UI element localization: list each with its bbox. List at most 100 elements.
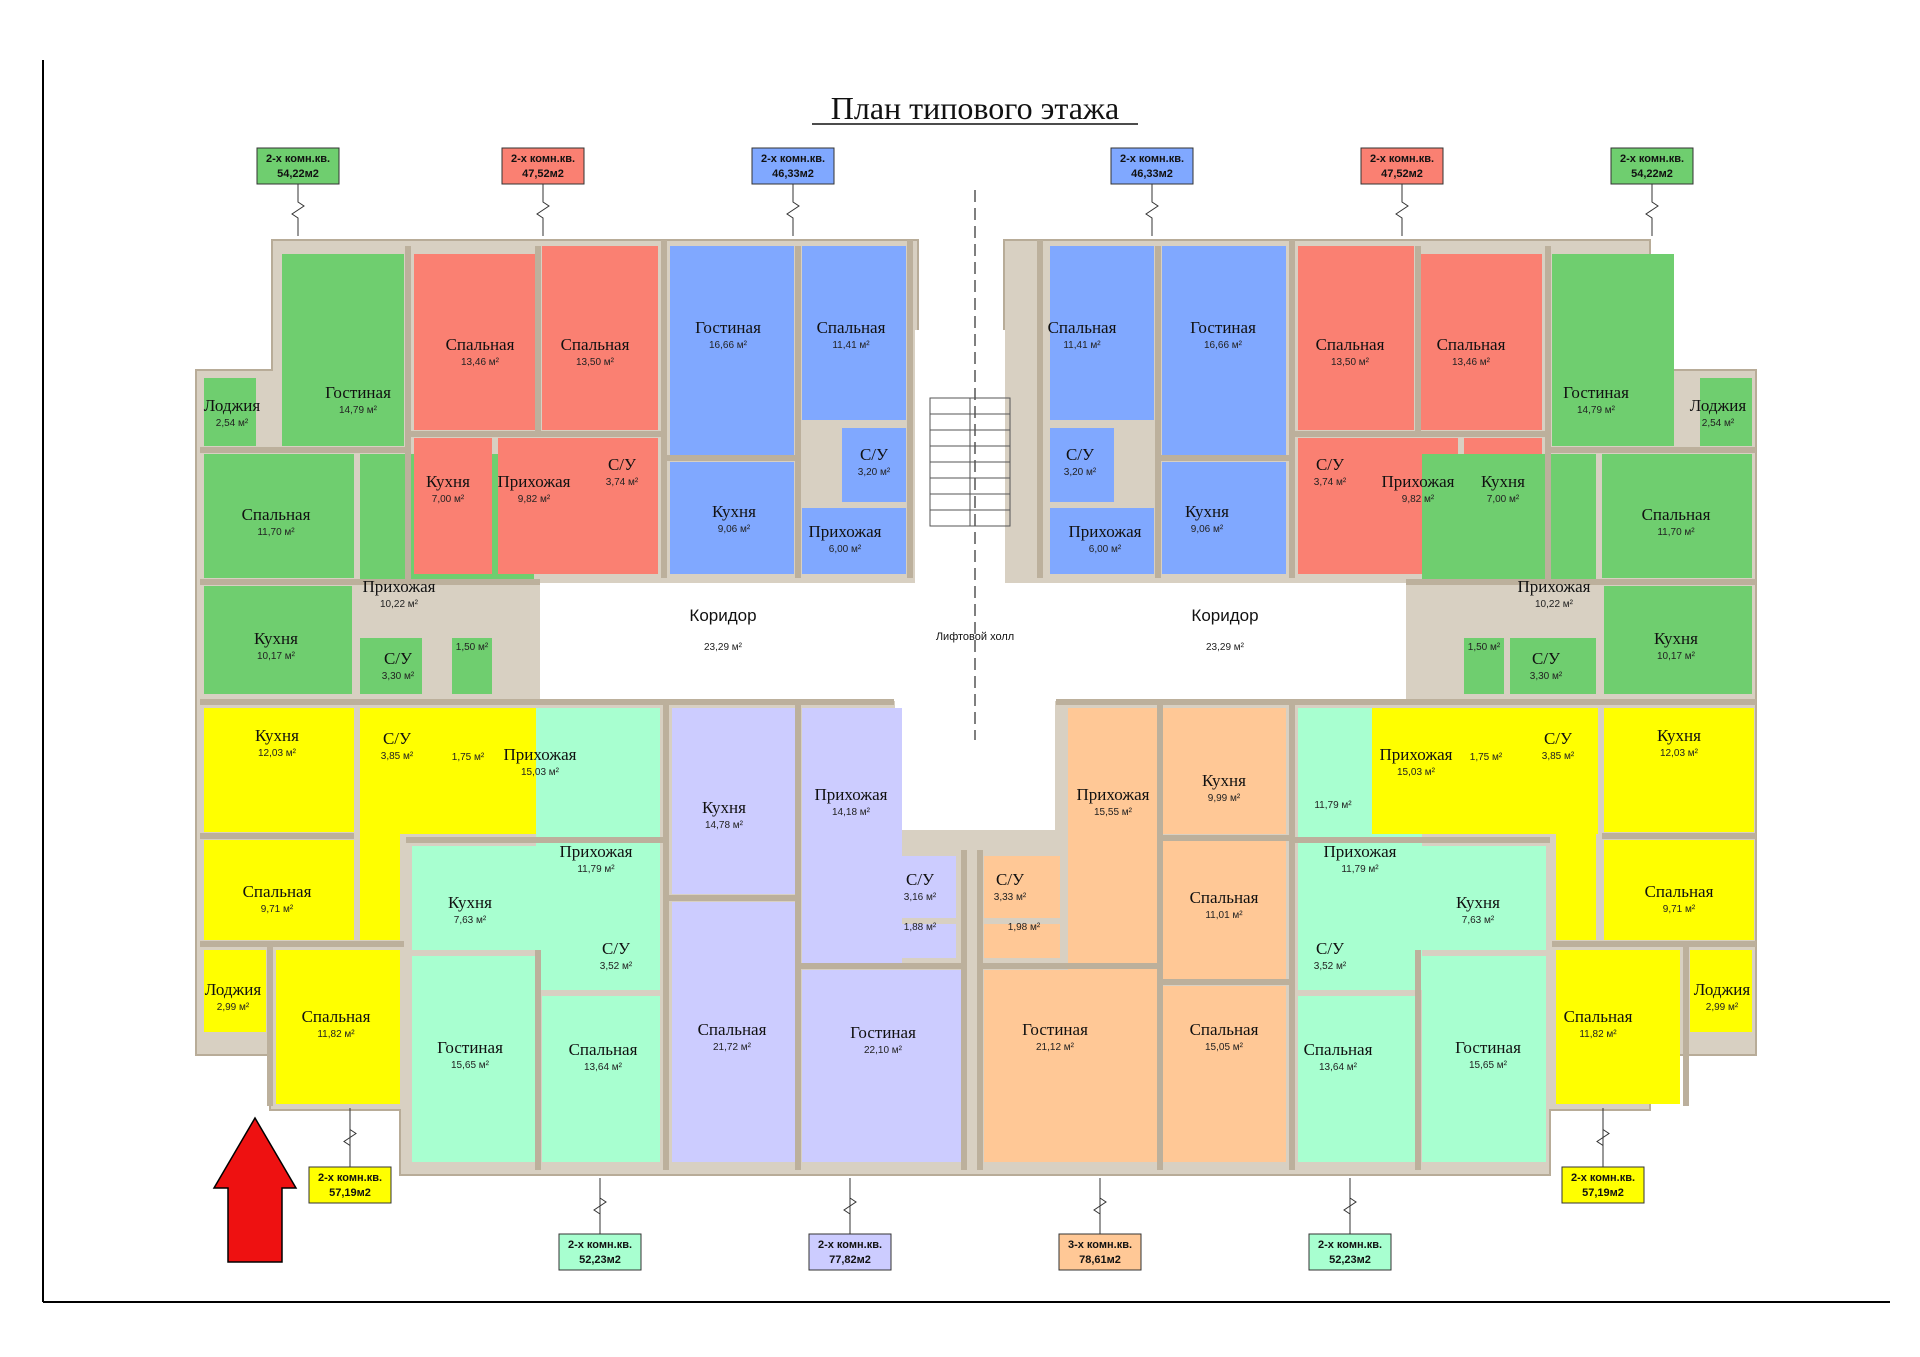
room-area: 11,70 м² (1657, 527, 1695, 538)
room-area: 1,50 м² (456, 642, 489, 653)
apartment-area: 47,52м2 (522, 168, 564, 180)
room-area: 11,82 м² (1579, 1029, 1617, 1040)
room-name: С/У (1532, 649, 1561, 668)
room-fill (672, 708, 796, 894)
apartment-tag-box (1360, 147, 1444, 185)
room-fill (1162, 986, 1286, 1162)
room-name: С/У (608, 455, 637, 474)
room-name: Кухня (426, 472, 470, 491)
room-fill (542, 996, 660, 1162)
room-fill (896, 856, 956, 918)
apartment-type: 2-х комн.кв. (761, 153, 825, 165)
room-area: 15,65 м² (451, 1060, 490, 1071)
room-name: Спальная (1642, 505, 1711, 524)
apartment-tag: 2-х комн.кв. 47,52м2 (501, 147, 585, 236)
room-fill (984, 970, 1158, 1162)
room-fill (412, 956, 536, 1162)
room-area: 10,22 м² (1535, 599, 1574, 610)
room-fill (360, 638, 422, 694)
room-area: 21,72 м² (713, 1042, 752, 1053)
apartment-type: 2-х комн.кв. (266, 153, 330, 165)
corridor-left-label: Коридор (689, 606, 756, 625)
room-area: 10,22 м² (380, 599, 419, 610)
room-area: 14,18 м² (832, 807, 871, 818)
room-name: Спальная (569, 1040, 638, 1059)
room-area: 7,00 м² (1487, 494, 1520, 505)
leader-line (1645, 184, 1659, 236)
apartment-type: 2-х комн.кв. (1318, 1239, 1382, 1251)
room-fill (1162, 708, 1286, 834)
room-name: С/У (384, 649, 413, 668)
room-name: Прихожая (809, 522, 882, 541)
corridor-left-area: 23,29 м² (704, 642, 743, 653)
room-fill (1422, 846, 1546, 950)
apartment-area: 54,22м2 (277, 168, 319, 180)
staircase (929, 397, 1011, 527)
room-area: 9,82 м² (518, 494, 551, 505)
leader-line (786, 184, 800, 236)
room-area: 6,00 м² (829, 544, 862, 555)
room-name: С/У (602, 939, 631, 958)
leader-line (1596, 1108, 1610, 1167)
room-fill (1512, 708, 1596, 776)
apartment-type: 2-х комн.кв. (1571, 1172, 1635, 1184)
leader-line (291, 184, 305, 236)
room-name: С/У (906, 870, 935, 889)
apartment-area: 52,23м2 (1329, 1254, 1371, 1266)
apartment-area: 57,19м2 (329, 1187, 371, 1199)
room-fill (1464, 638, 1504, 694)
room-fill (204, 708, 354, 832)
room-name: Спальная (1190, 1020, 1259, 1039)
room-fill (672, 902, 796, 1162)
apartment-type: 2-х комн.кв. (1620, 153, 1684, 165)
room-area: 2,99 м² (217, 1002, 250, 1013)
room-area: 15,03 м² (521, 767, 560, 778)
room-area: 7,00 м² (432, 494, 465, 505)
room-fill (1556, 834, 1596, 940)
room-area: 7,63 м² (1462, 915, 1495, 926)
room-fill (1422, 956, 1546, 1162)
room-area: 3,30 м² (382, 671, 415, 682)
room-name: Лоджия (205, 980, 262, 999)
room-fill (1162, 246, 1286, 456)
room-fill (1050, 246, 1154, 420)
apartment-type: 2-х комн.кв. (511, 153, 575, 165)
room-area: 22,10 м² (864, 1045, 903, 1056)
room-area: 13,46 м² (461, 357, 500, 368)
apartment-type: 2-х комн.кв. (1370, 153, 1434, 165)
room-area: 15,65 м² (1469, 1060, 1508, 1071)
room-fill (670, 246, 794, 456)
entrance-arrow-icon (212, 1116, 298, 1263)
room-name: Кухня (448, 893, 492, 912)
room-name: С/У (1316, 939, 1345, 958)
room-fill (1556, 950, 1680, 1104)
walls (200, 240, 1756, 1170)
room-name: Спальная (561, 335, 630, 354)
apartment-type: 2-х комн.кв. (1120, 153, 1184, 165)
room-name: С/У (1066, 445, 1095, 464)
room-name: Кухня (1456, 893, 1500, 912)
room-area: 12,03 м² (1660, 748, 1699, 759)
room-name: Гостиная (850, 1023, 916, 1042)
room-fill (276, 950, 400, 1104)
room-area: 11,79 м² (1341, 864, 1379, 875)
room-fill (1298, 246, 1414, 430)
room-name: Кухня (1202, 771, 1246, 790)
room-area: 2,99 м² (1706, 1002, 1739, 1013)
room-name: Спальная (1645, 882, 1714, 901)
leader-line (593, 1178, 607, 1234)
room-area: 3,33 м² (994, 892, 1027, 903)
room-name: С/У (1544, 729, 1573, 748)
room-area: 3,20 м² (1064, 467, 1097, 478)
room-name: Прихожая (1382, 472, 1455, 491)
room-name: Спальная (1316, 335, 1385, 354)
apartment-type: 2-х комн.кв. (568, 1239, 632, 1251)
room-name: Прихожая (1380, 745, 1453, 764)
apartment-area: 54,22м2 (1631, 168, 1673, 180)
room-area: 12,03 м² (258, 748, 297, 759)
leader-line (843, 1178, 857, 1234)
room-fill (452, 638, 492, 694)
room-area: 1,88 м² (904, 922, 937, 933)
room-fill (802, 246, 906, 420)
